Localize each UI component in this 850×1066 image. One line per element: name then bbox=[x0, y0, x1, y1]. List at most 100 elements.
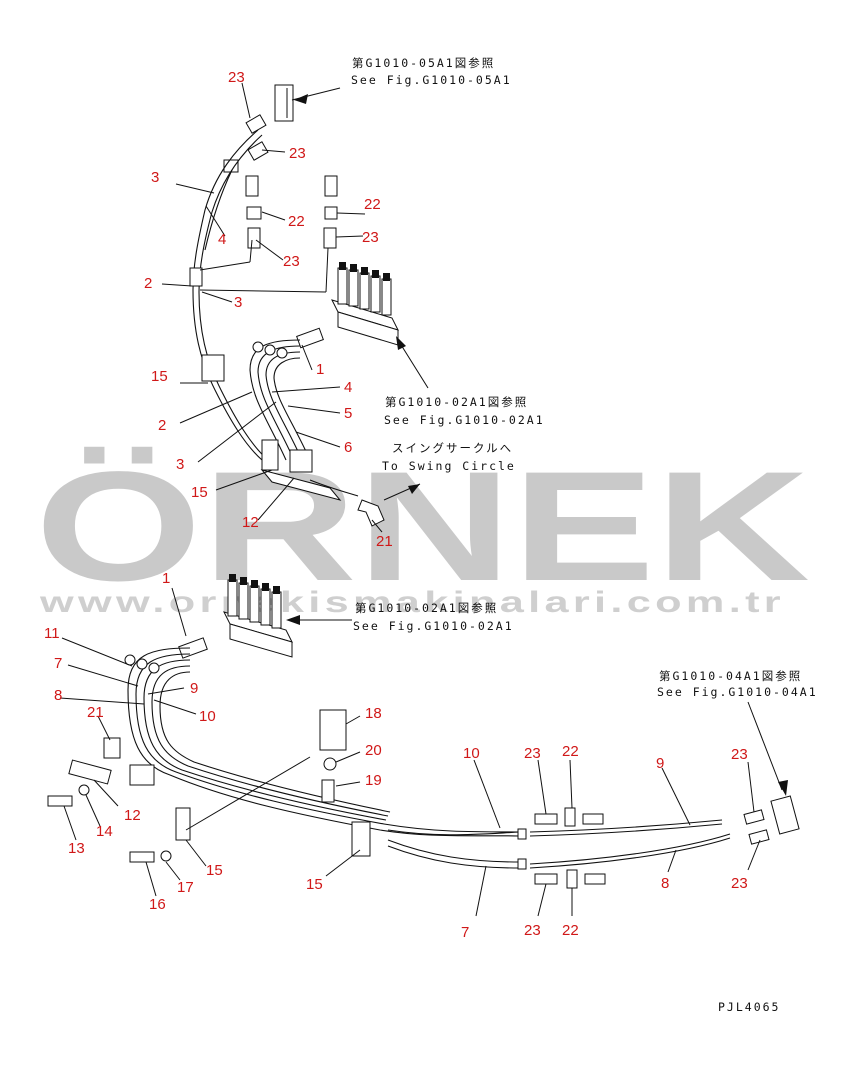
fitting-loose-2 bbox=[324, 175, 338, 197]
lower-assembly bbox=[47, 574, 800, 889]
clamp-15-left bbox=[129, 764, 155, 786]
reference-notes: 第G1010-05A1図参照 See Fig.G1010-05A1 第G1010… bbox=[351, 56, 818, 1014]
watermark: ÖRNEK www.ornekismakinalari.com.tr bbox=[35, 440, 810, 619]
tee-22-e bbox=[564, 807, 576, 827]
callout-label: 23 bbox=[362, 229, 379, 246]
ref-swing-en: To Swing Circle bbox=[382, 459, 516, 473]
fitting-end-a bbox=[517, 828, 527, 840]
fitting-23-e bbox=[534, 813, 558, 825]
ref-02a1-top-en: See Fig.G1010-02A1 bbox=[384, 413, 545, 427]
callout-label: 8 bbox=[661, 875, 669, 892]
callout-label: 7 bbox=[54, 655, 62, 672]
callout-label: 12 bbox=[124, 807, 141, 824]
callout-label: 21 bbox=[376, 533, 393, 550]
watermark-brand: ÖRNEK bbox=[35, 440, 810, 614]
bolt-13 bbox=[47, 795, 73, 807]
leader-lines bbox=[59, 82, 761, 917]
hose-3-upper bbox=[192, 129, 263, 461]
washer-17 bbox=[160, 850, 172, 862]
callouts: 23 23 3 22 22 4 23 23 2 3 1 15 4 2 5 3 6… bbox=[44, 69, 748, 941]
arrow-02a1-top bbox=[396, 336, 406, 350]
callout-label: 20 bbox=[365, 742, 382, 759]
tee-22-left bbox=[246, 206, 262, 220]
junction-block-end bbox=[770, 795, 800, 835]
callout-label: 12 bbox=[242, 514, 259, 531]
callout-label: 4 bbox=[344, 379, 352, 396]
callout-label: 8 bbox=[54, 687, 62, 704]
clamp-15-mid bbox=[351, 821, 371, 857]
callout-label: 10 bbox=[463, 745, 480, 762]
tee-22-right bbox=[324, 206, 338, 220]
ref-02a1-top-jp: 第G1010-02A1図参照 bbox=[385, 395, 528, 409]
fitting-23-f bbox=[582, 813, 604, 825]
callout-label: 15 bbox=[151, 368, 168, 385]
callout-label: 15 bbox=[206, 862, 223, 879]
callout-label: 3 bbox=[151, 169, 159, 186]
hose-10 bbox=[387, 829, 521, 836]
bolt-19 bbox=[321, 779, 335, 803]
callout-label: 3 bbox=[176, 456, 184, 473]
callout-label: 23 bbox=[731, 875, 748, 892]
callout-label: 23 bbox=[228, 69, 245, 86]
callout-label: 7 bbox=[461, 924, 469, 941]
callout-label: 22 bbox=[562, 743, 579, 760]
upper-assembly bbox=[189, 84, 429, 527]
callout-label: 23 bbox=[289, 145, 306, 162]
arrow-02a1-mid bbox=[286, 615, 300, 625]
callout-label: 22 bbox=[364, 196, 381, 213]
plate-15 bbox=[175, 807, 191, 841]
bolt-16 bbox=[129, 851, 155, 863]
ref-02a1-mid-en: See Fig.G1010-02A1 bbox=[353, 619, 514, 633]
elbow-21-lower bbox=[103, 737, 121, 759]
ref-05a1-en: See Fig.G1010-05A1 bbox=[351, 73, 512, 87]
fitting-1-lower bbox=[178, 637, 208, 659]
callout-label: 22 bbox=[562, 922, 579, 939]
fitting-23-c bbox=[247, 227, 261, 249]
callout-label: 21 bbox=[87, 704, 104, 721]
arrow-swing bbox=[408, 484, 420, 494]
callout-label: 17 bbox=[177, 879, 194, 896]
ref-04a1-en: See Fig.G1010-04A1 bbox=[657, 685, 818, 699]
ref-05a1-jp: 第G1010-05A1図参照 bbox=[352, 56, 495, 70]
drawing-code: PJL4065 bbox=[718, 1000, 780, 1014]
arrow-04a1 bbox=[778, 780, 788, 796]
callout-label: 1 bbox=[162, 570, 170, 587]
tee-22-g bbox=[566, 869, 578, 889]
bracket-15-upper bbox=[201, 354, 225, 382]
callout-label: 19 bbox=[365, 772, 382, 789]
hose-9 bbox=[529, 819, 723, 833]
callout-label: 23 bbox=[731, 746, 748, 763]
callout-label: 15 bbox=[306, 876, 323, 893]
callout-label: 9 bbox=[656, 755, 664, 772]
ref-04a1-jp: 第G1010-04A1図参照 bbox=[659, 669, 802, 683]
callout-label: 18 bbox=[365, 705, 382, 722]
hose-bundle-main bbox=[127, 647, 521, 837]
callout-label: 11 bbox=[44, 625, 60, 642]
callout-label: 15 bbox=[191, 484, 208, 501]
fitting-23-b bbox=[247, 141, 269, 161]
callout-label: 13 bbox=[68, 840, 85, 857]
grease-manifold-lower bbox=[223, 574, 293, 658]
callout-label: 2 bbox=[158, 417, 166, 434]
junction-block-top bbox=[274, 84, 294, 122]
callout-label: 6 bbox=[344, 439, 352, 456]
callout-label: 5 bbox=[344, 405, 352, 422]
callout-label: 4 bbox=[218, 231, 226, 248]
clamp-12-lower bbox=[68, 759, 112, 785]
fitting-loose-1 bbox=[245, 175, 259, 197]
fitting-1-upper bbox=[296, 327, 324, 349]
fitting-23-a bbox=[245, 114, 267, 134]
ref-swing-jp: スイングサークルへ bbox=[392, 441, 513, 455]
fitting-end-b bbox=[517, 858, 527, 870]
fitting-23-g bbox=[534, 873, 558, 885]
callout-label: 1 bbox=[316, 361, 324, 378]
callout-label: 3 bbox=[234, 294, 242, 311]
arrow-05a1 bbox=[294, 94, 308, 104]
clamp-2 bbox=[189, 267, 203, 287]
fitting-23-h bbox=[584, 873, 606, 885]
hose-8 bbox=[529, 833, 731, 865]
fitting-23-d bbox=[323, 227, 337, 249]
callout-label: 2 bbox=[144, 275, 152, 292]
hose-4-5-6 bbox=[249, 339, 301, 461]
